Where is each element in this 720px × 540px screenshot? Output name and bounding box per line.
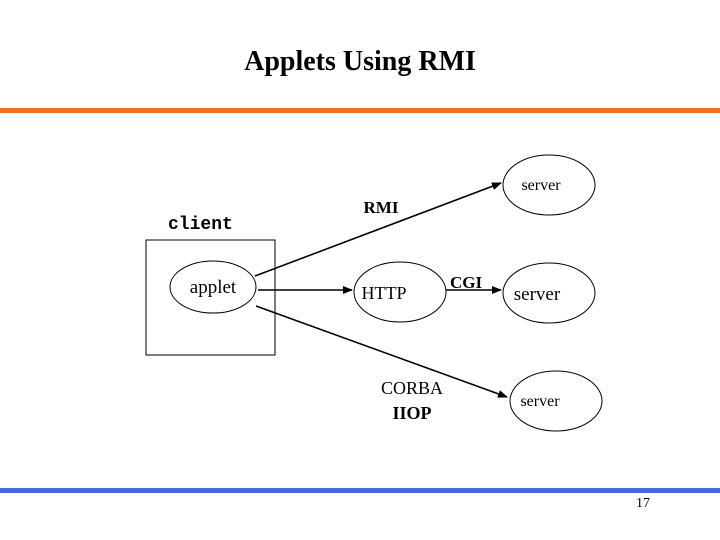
bottom-rule	[0, 488, 720, 493]
rmi-arrow	[254, 182, 502, 277]
server-corba-ellipse	[509, 370, 603, 432]
server-cgi-label: server	[514, 284, 561, 305]
corba-arrow	[255, 305, 508, 398]
server-cgi-node[interactable]: server	[502, 262, 596, 324]
applet-label: applet	[190, 277, 237, 298]
page-number: 17	[636, 496, 650, 511]
client-box	[145, 239, 276, 356]
rmi-edge-label: RMI	[364, 198, 399, 217]
server-rmi-node[interactable]: server	[502, 154, 596, 216]
server-cgi-ellipse	[502, 262, 596, 324]
http-label: HTTP	[362, 283, 407, 303]
server-rmi-label: server	[521, 177, 561, 194]
cgi-edge-label: CGI	[450, 273, 483, 292]
corba-edge-label: CORBA	[381, 378, 443, 398]
http-node[interactable]: HTTP	[353, 261, 447, 323]
server-corba-node[interactable]: server	[509, 370, 603, 432]
applet-ellipse	[169, 260, 257, 314]
http-ellipse	[353, 261, 447, 323]
server-corba-label: server	[520, 393, 560, 410]
iiop-edge-label: IIOP	[392, 403, 431, 423]
top-rule	[0, 108, 720, 113]
server-rmi-ellipse	[502, 154, 596, 216]
slide-title: Applets Using RMI	[244, 46, 476, 77]
applet-node[interactable]: applet	[169, 260, 257, 314]
client-label: client	[168, 215, 233, 235]
